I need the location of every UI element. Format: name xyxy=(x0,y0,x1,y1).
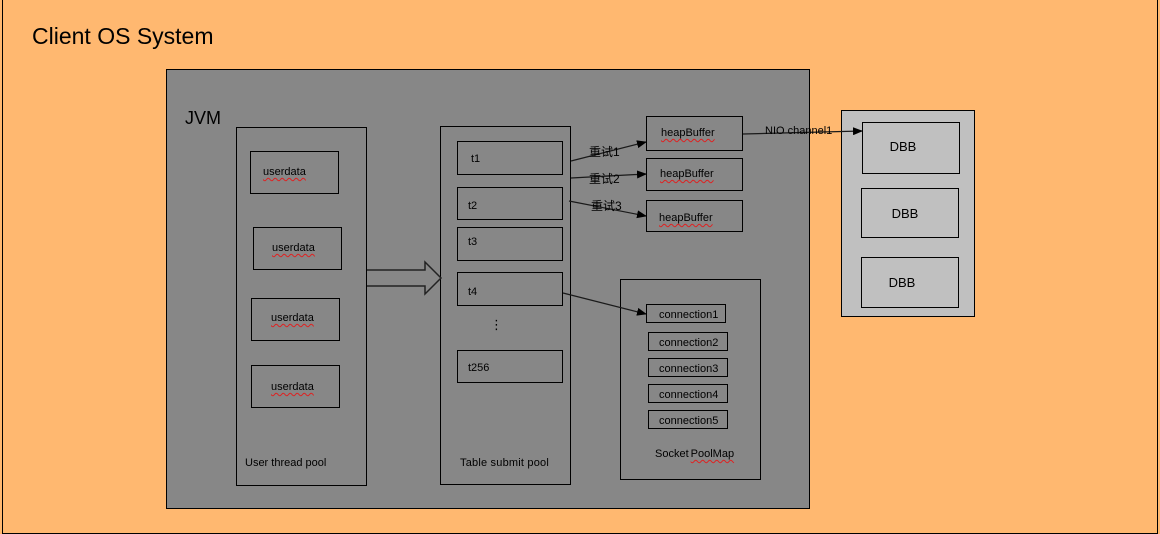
ellipsis-vertical-icon: ⋮ xyxy=(490,317,503,332)
task-label: t2 xyxy=(468,200,478,212)
heap-buffer-box: heapBuffer xyxy=(646,116,743,151)
socket-pool-map-label-part: PoolMap xyxy=(690,448,735,460)
heap-buffer-label: heapBuffer xyxy=(661,127,715,139)
table-submit-pool-label: Table submit pool xyxy=(460,457,550,469)
jvm-title: JVM xyxy=(185,108,221,128)
task-box: t4 xyxy=(457,272,563,306)
task-box: t3 xyxy=(457,227,563,261)
userdata-label: userdata xyxy=(263,166,306,178)
connection-box: connection4 xyxy=(648,384,728,403)
dbb-box: DBB xyxy=(861,257,959,308)
task-label: t4 xyxy=(468,286,478,298)
dbb-box: DBB xyxy=(861,188,959,238)
userdata-box: userdata xyxy=(251,298,340,341)
connection-box: connection3 xyxy=(648,358,728,377)
connection-label: connection5 xyxy=(659,415,719,427)
socket-pool-map-label-part: Socket xyxy=(655,448,689,460)
userdata-box: userdata xyxy=(251,365,340,408)
dbb-box: DBB xyxy=(862,122,960,174)
userdata-label: userdata xyxy=(271,312,314,324)
task-box: t2 xyxy=(457,187,563,220)
connection-box: connection1 xyxy=(646,304,726,323)
dbb-label: DBB xyxy=(888,275,916,290)
heap-buffer-box: heapBuffer xyxy=(646,158,743,191)
userdata-box: userdata xyxy=(250,151,339,194)
dbb-label: DBB xyxy=(889,138,917,154)
connection-label: connection4 xyxy=(659,389,719,401)
retry-label: 重试1 xyxy=(589,145,620,159)
os-title: Client OS System xyxy=(32,23,214,49)
connection-label: connection3 xyxy=(659,363,719,375)
user-thread-pool-label: User thread pool xyxy=(245,457,327,469)
connection-label: connection1 xyxy=(659,309,719,321)
task-label: t3 xyxy=(468,236,478,248)
task-box: t256 xyxy=(457,350,563,383)
dbb-label: DBB xyxy=(891,205,919,221)
connection-label: connection2 xyxy=(659,337,719,349)
userdata-box: userdata xyxy=(253,227,342,270)
userdata-label: userdata xyxy=(271,381,314,393)
heap-buffer-label: heapBuffer xyxy=(659,212,713,224)
heap-buffer-label: heapBuffer xyxy=(660,168,714,180)
task-box: t1 xyxy=(457,141,563,175)
connection-box: connection5 xyxy=(648,410,728,429)
heap-buffer-box: heapBuffer xyxy=(646,200,743,232)
nio-channel-label: NIO channel1 xyxy=(765,125,833,137)
retry-label: 重试3 xyxy=(591,199,622,213)
userdata-label: userdata xyxy=(272,242,315,254)
task-label: t256 xyxy=(468,362,490,374)
connection-box: connection2 xyxy=(648,332,728,351)
retry-label: 重试2 xyxy=(589,172,620,186)
task-label: t1 xyxy=(471,153,481,165)
